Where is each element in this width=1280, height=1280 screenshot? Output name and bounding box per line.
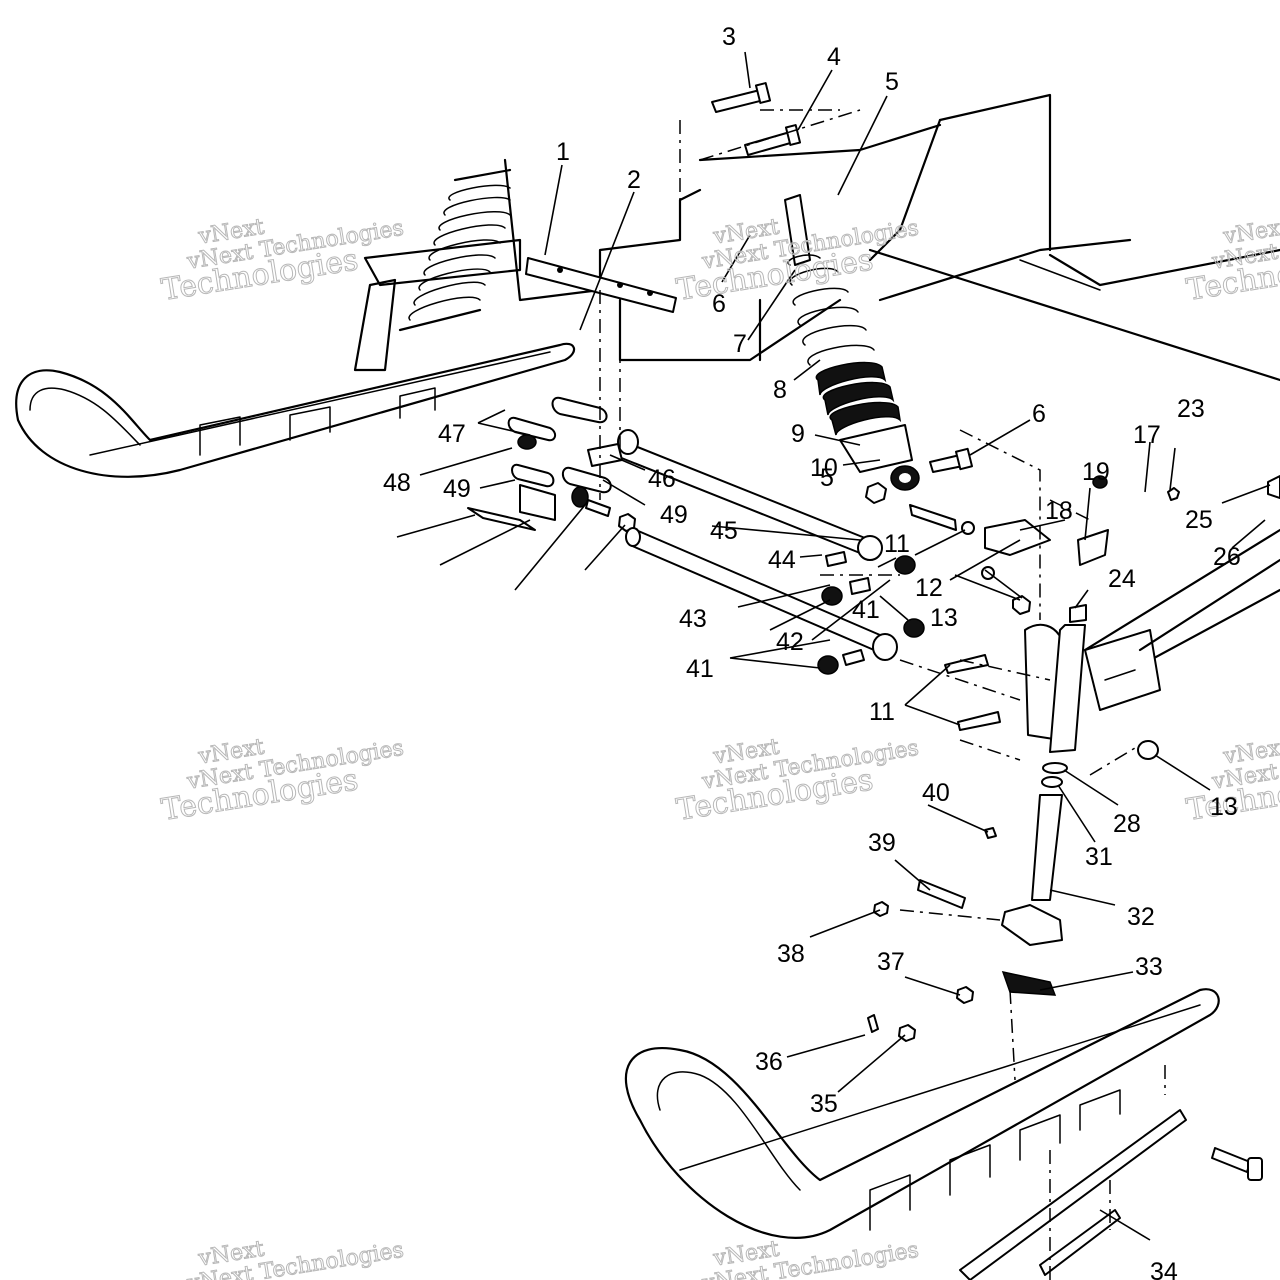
callout-11: 11 <box>869 698 895 726</box>
left-shock-spring <box>398 168 512 332</box>
chassis-bulkhead <box>503 93 1280 382</box>
watermark: vNext vNext Technologies Technologies vN… <box>159 214 1280 1280</box>
callout-42: 46 <box>648 465 676 493</box>
callout-5: 5 <box>820 464 834 492</box>
callout-34: 38 <box>777 940 805 968</box>
callout-41: 45 <box>710 517 738 545</box>
callout-45: 49 <box>660 501 688 529</box>
tie-rod-ends <box>817 551 925 675</box>
callout-23: 28 <box>1113 810 1141 838</box>
leader-lines <box>396 51 1271 1241</box>
callout-24: 31 <box>1085 843 1113 871</box>
callout-5: 5 <box>885 68 899 96</box>
callout-32: 36 <box>755 1048 783 1076</box>
left-ski-assembly <box>15 238 576 478</box>
callout-16: 23 <box>1177 395 1205 423</box>
callout-9: 9 <box>791 420 805 448</box>
right-ski-assembly <box>624 988 1220 1280</box>
callout-26: 33 <box>1135 953 1163 981</box>
callout-38: 42 <box>776 628 804 656</box>
callout-14: 18 <box>1045 497 1073 525</box>
callout-11: 11 <box>884 530 910 558</box>
callout-13: 13 <box>1210 793 1238 821</box>
callout-7: 7 <box>733 330 747 358</box>
callout-44: 48 <box>383 469 411 497</box>
callout-13: 17 <box>1133 421 1161 449</box>
callout-35: 39 <box>868 829 896 857</box>
callout-18: 25 <box>1185 506 1213 534</box>
callout-43: 47 <box>438 420 466 448</box>
callout-6: 6 <box>712 290 726 318</box>
callout-4: 4 <box>827 43 841 71</box>
callout-33: 37 <box>877 948 905 976</box>
callout-19: 26 <box>1213 543 1241 571</box>
callout-10: 10 <box>810 454 838 482</box>
callout-12: 12 <box>915 574 943 602</box>
callout-36: 40 <box>922 779 950 807</box>
bolt-part-3 <box>711 82 772 113</box>
tie-rod-part-41 <box>587 429 883 561</box>
callout-labels: 1 2 3 4 5 6 7 8 9 10 5 6 17 23 19 18 25 … <box>383 23 1241 1280</box>
callout-17: 24 <box>1108 565 1136 593</box>
spindle-housing-part-17 <box>944 623 1086 753</box>
tie-rod-part-39 <box>625 527 898 661</box>
callout-1: 1 <box>556 138 570 166</box>
right-frame-rail <box>1083 528 1280 711</box>
callout-37: 41 <box>686 655 714 683</box>
callout-2: 2 <box>627 166 641 194</box>
bolt-part-4 <box>744 124 802 156</box>
callout-37: 41 <box>852 596 880 624</box>
nut-part-5-lower <box>865 482 887 504</box>
callout-8: 8 <box>773 376 787 404</box>
bolt-part-6-lower <box>929 447 973 473</box>
callout-25: 32 <box>1127 903 1155 931</box>
callout-40: 44 <box>768 546 796 574</box>
callout-28: 34 <box>1150 1258 1178 1280</box>
assembly-lines <box>599 290 1166 1280</box>
bracket-plate-part-1 <box>525 257 677 313</box>
callout-31: 35 <box>810 1090 838 1118</box>
callout-39: 43 <box>679 605 707 633</box>
callout-45: 49 <box>443 475 471 503</box>
callout-3: 3 <box>722 23 736 51</box>
callout-15: 19 <box>1082 458 1110 486</box>
spindle-part-25 <box>867 740 1263 1181</box>
assembly-line <box>679 109 861 230</box>
callout-13: 13 <box>930 604 958 632</box>
shock-absorber-assembly <box>784 194 920 491</box>
callout-6: 6 <box>1032 400 1046 428</box>
link-plates <box>467 396 636 532</box>
